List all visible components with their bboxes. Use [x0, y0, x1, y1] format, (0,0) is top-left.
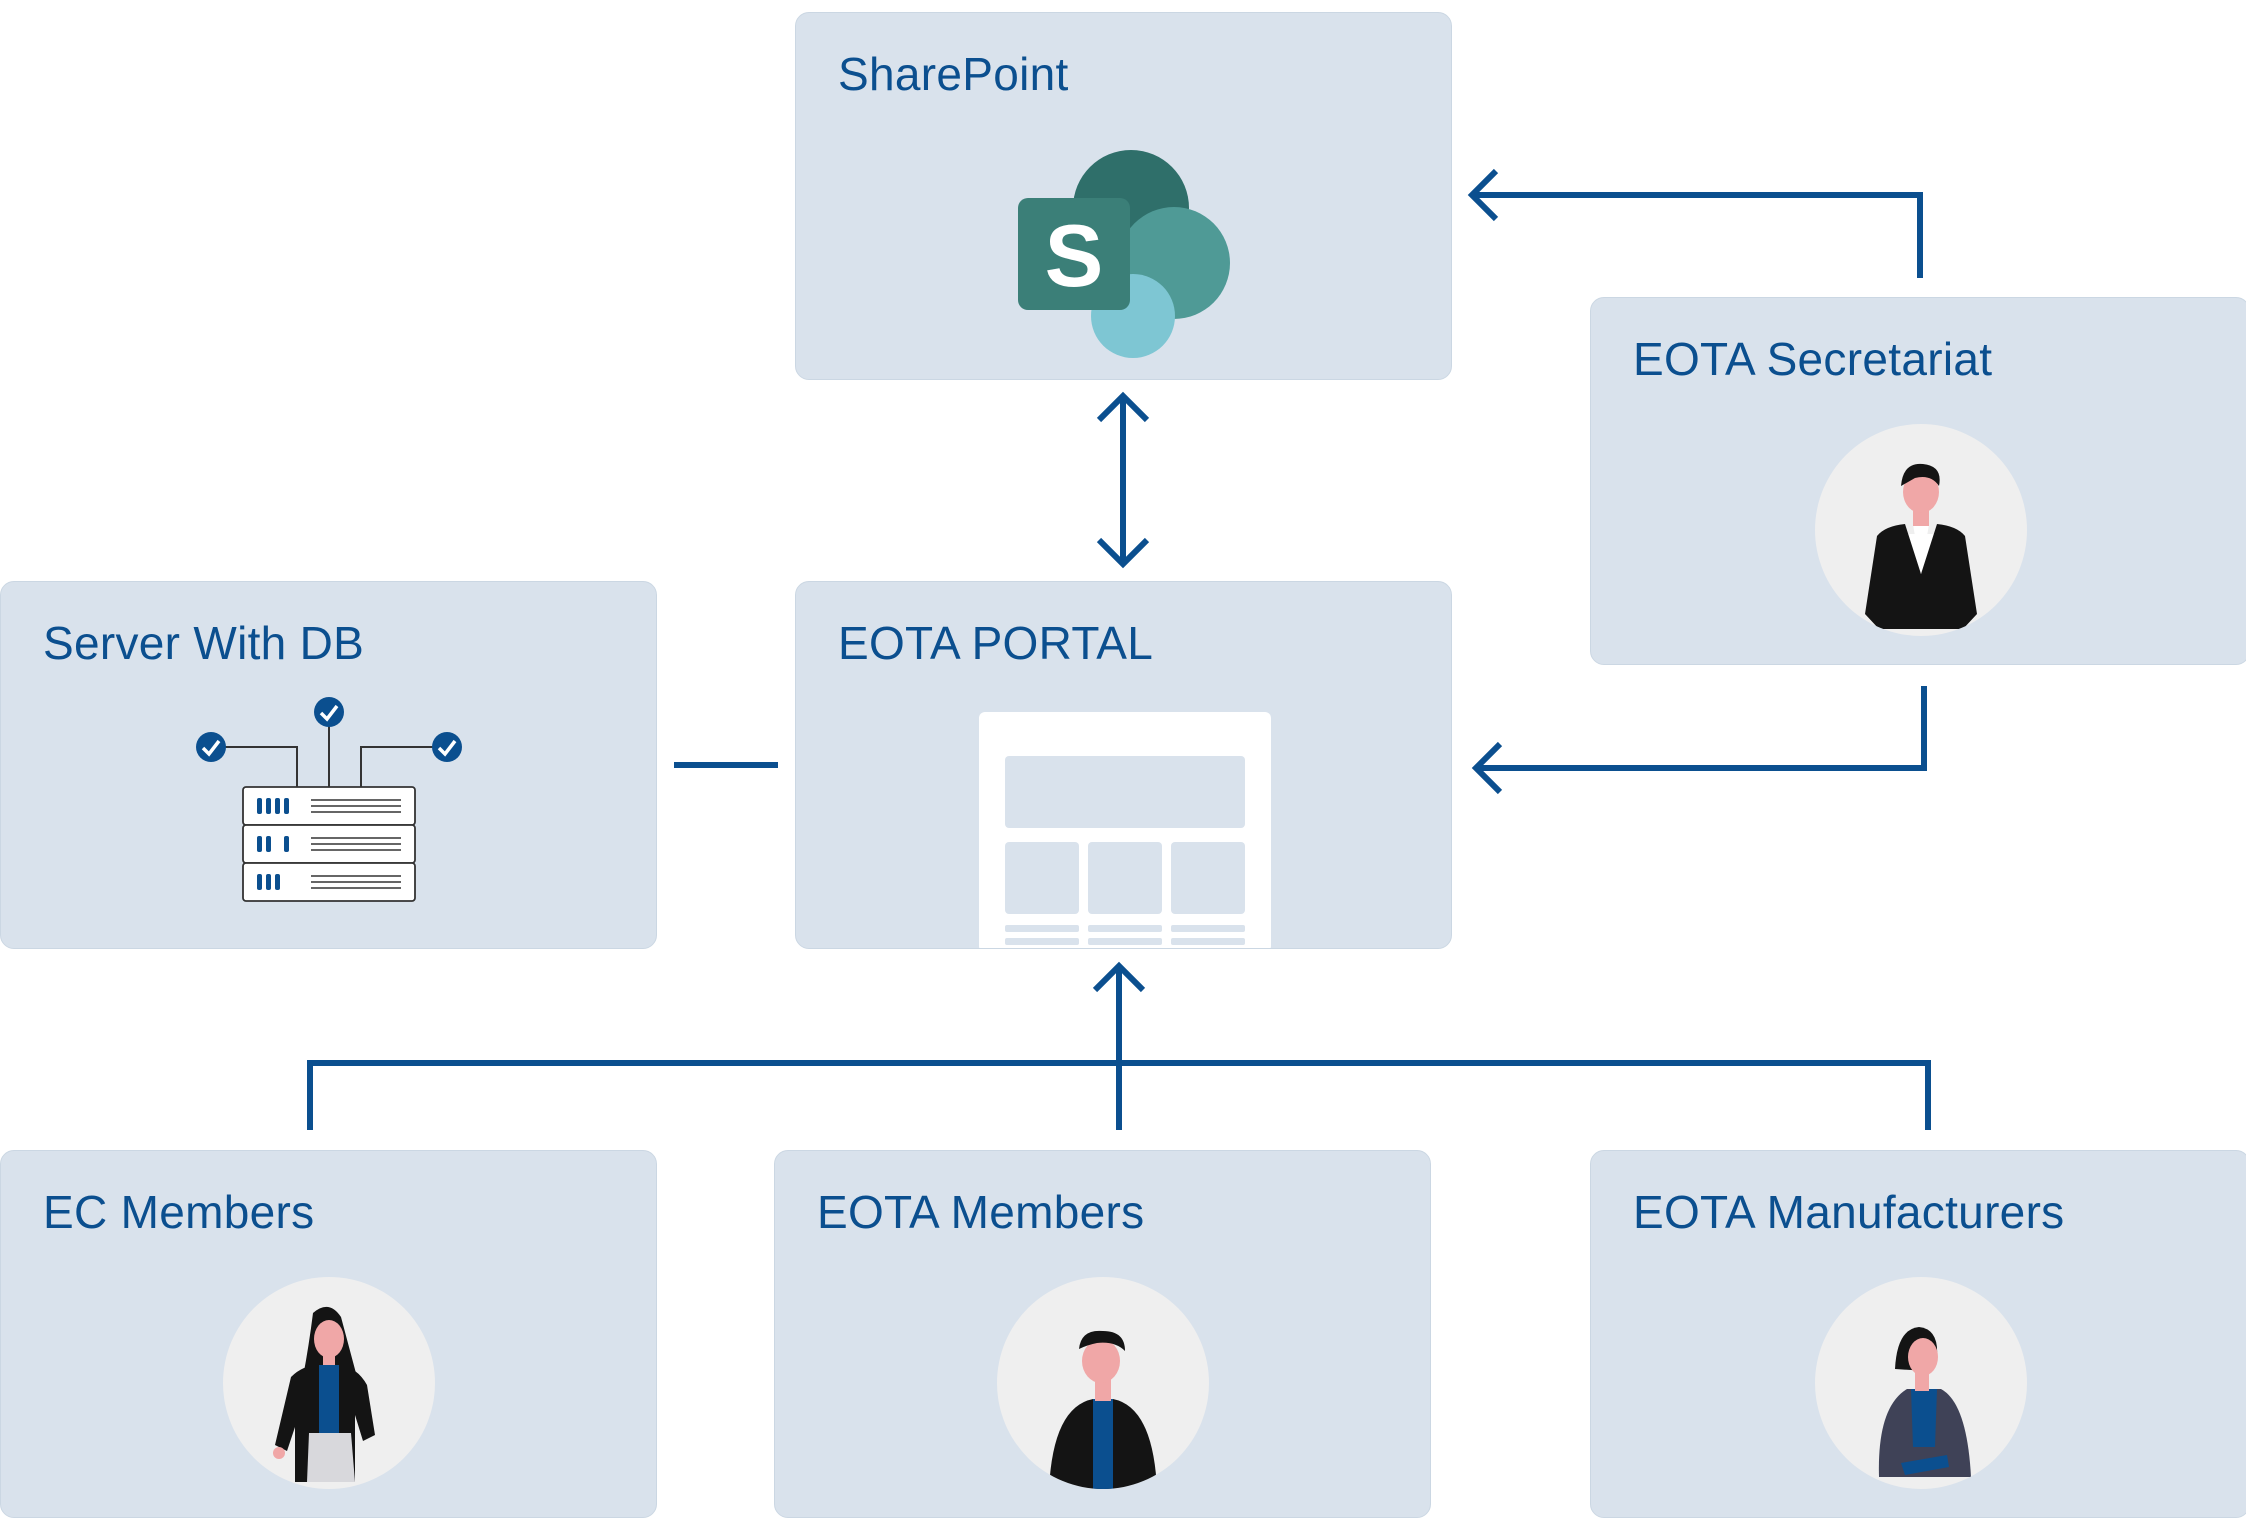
node-title-eota-secretariat: EOTA Secretariat	[1633, 333, 1993, 385]
node-title-ec-members: EC Members	[43, 1186, 315, 1238]
node-eota-secretariat[interactable]: EOTA Secretariat	[1590, 297, 2246, 665]
edge-secretariat-to-sharepoint	[1467, 168, 1923, 278]
avatar-ec-members	[223, 1277, 435, 1489]
edge-sharepoint-portal	[1096, 391, 1150, 569]
node-eota-members[interactable]: EOTA Members	[774, 1150, 1431, 1518]
node-title-eota-manufacturers: EOTA Manufacturers	[1633, 1186, 2065, 1238]
server-database-icon	[191, 696, 471, 926]
avatar-eota-manufacturers	[1815, 1277, 2027, 1489]
check-icon	[196, 732, 226, 762]
svg-text:S: S	[1045, 206, 1104, 305]
web-page-icon	[979, 712, 1271, 948]
check-icon	[314, 697, 344, 727]
node-title-sharepoint: SharePoint	[838, 48, 1069, 100]
person-man-icon	[1049, 1330, 1157, 1489]
edge-members-to-portal	[307, 961, 1931, 1130]
avatar-secretariat	[1815, 424, 2027, 636]
node-server-with-db[interactable]: Server With DB	[0, 581, 657, 949]
edge-secretariat-to-portal	[1471, 686, 1927, 795]
node-ec-members[interactable]: EC Members	[0, 1150, 657, 1518]
node-title-eota-portal: EOTA PORTAL	[838, 617, 1154, 669]
node-title-eota-members: EOTA Members	[817, 1186, 1145, 1238]
check-icon	[432, 732, 462, 762]
person-suit-icon	[1865, 463, 1977, 629]
avatar-eota-members	[997, 1277, 1209, 1489]
node-title-server-with-db: Server With DB	[43, 617, 365, 669]
node-eota-portal[interactable]: EOTA PORTAL	[795, 581, 1452, 949]
person-woman-icon	[273, 1306, 375, 1482]
sharepoint-logo-icon: S	[1016, 136, 1246, 361]
node-eota-manufacturers[interactable]: EOTA Manufacturers	[1590, 1150, 2246, 1518]
node-sharepoint[interactable]: SharePoint S	[795, 12, 1452, 380]
person-woman-icon	[1878, 1327, 1971, 1477]
